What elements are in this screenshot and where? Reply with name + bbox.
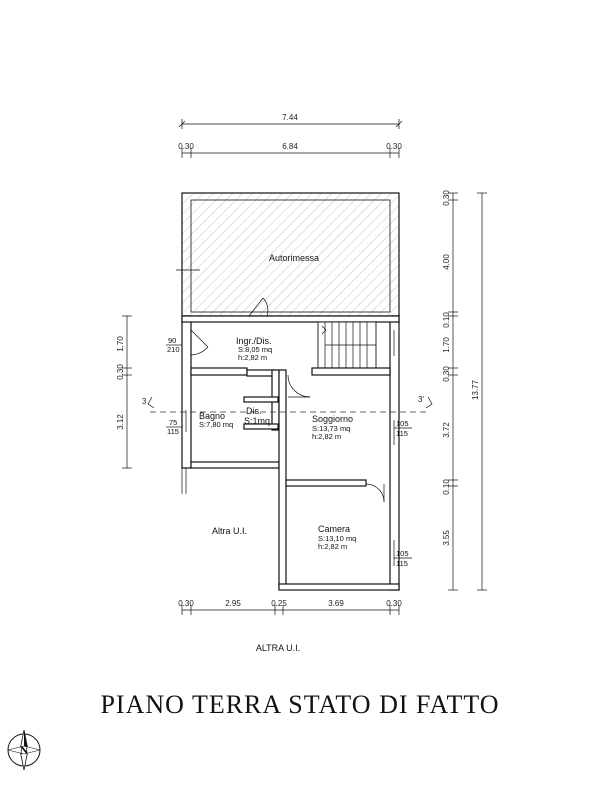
room-camera-area: S:13,10 mq (318, 534, 356, 543)
room-ingresso-name: Ingr./Dis. (236, 336, 272, 346)
footer-altra-ui: ALTRA U.I. (256, 643, 300, 653)
dim-top-overall: 7.44 (282, 113, 298, 122)
dim-right-7: 0.10 (442, 479, 451, 495)
room-ingresso: Ingr./Dis. S:8,05 mq h:2,82 m (236, 336, 272, 362)
stairs (321, 322, 376, 368)
house-walls (181, 315, 400, 591)
dim-top-left-wall: 0.30 (178, 142, 194, 151)
dim-right-6: 3.72 (442, 422, 451, 438)
bagno-window-width: 75 (169, 418, 177, 427)
camera-window-width: 105 (396, 549, 409, 558)
north-compass-icon: N (7, 729, 41, 771)
soggiorno-window-height: 115 (396, 429, 408, 438)
dim-bottom-left-room: 2.95 (225, 599, 241, 608)
camera-window-height: 115 (396, 559, 408, 568)
top-dimensions: 7.44 0.30 6.84 0.30 (178, 113, 402, 158)
room-ingresso-area: S:8,05 mq (238, 345, 272, 354)
dim-bottom-right-room: 3.69 (328, 599, 344, 608)
entry-door-height: 210 (167, 345, 180, 354)
room-bagno-name: Bagno (199, 411, 225, 421)
section-mark-left: 3 (142, 397, 147, 406)
compass-letter: N (20, 743, 29, 757)
room-bagno-area: S:7,80 mq (199, 420, 233, 429)
room-altra-ui: Altra U.I. (212, 526, 247, 536)
dim-top-inner: 6.84 (282, 142, 298, 151)
left-dimensions: 1.70 0.30 3.12 (116, 315, 132, 469)
room-autorimessa-name: Autorimessa (269, 253, 319, 263)
room-soggiorno-area: S:13,73 mq (312, 424, 350, 433)
entry-door-width: 90 (168, 336, 176, 345)
room-camera: Camera S:13,10 mq h:2,82 m (318, 524, 356, 551)
dim-left-2: 0.30 (116, 364, 125, 380)
room-soggiorno: Soggiorno S:13,73 mq h:2,82 m (312, 414, 353, 441)
dim-right-1: 0.30 (442, 190, 451, 206)
room-disimpegno: Dis. S:1mq (244, 406, 270, 426)
dim-top-right-wall: 0.30 (386, 142, 402, 151)
dim-left-1: 1.70 (116, 336, 125, 352)
bottom-dimensions: 0.30 2.95 0.25 3.69 0.30 (178, 599, 402, 615)
dim-bottom-mid-wall: 0.25 (271, 599, 287, 608)
opening-labels: 90 210 75 115 105 115 105 115 (166, 336, 412, 568)
room-altra-ui-name: Altra U.I. (212, 526, 247, 536)
bagno-window-height: 115 (167, 427, 179, 436)
dim-right-4: 1.70 (442, 337, 451, 353)
plan-title: PIANO TERRA STATO DI FATTO (100, 690, 500, 719)
room-ingresso-height: h:2,82 m (238, 353, 267, 362)
room-autorimessa: Autorimessa (176, 192, 400, 317)
right-dimensions: 0.30 4.00 0.10 1.70 0.30 3.72 0.10 3.55 … (442, 190, 487, 591)
room-camera-height: h:2,82 m (318, 542, 347, 551)
dim-right-5: 0.30 (442, 366, 451, 382)
dim-bottom-left-wall: 0.30 (178, 599, 194, 608)
doors (190, 297, 385, 503)
section-mark-right: 3' (418, 395, 424, 404)
room-soggiorno-height: h:2,82 m (312, 432, 341, 441)
dim-right-3: 0.10 (442, 312, 451, 328)
section-line: 3 3' (142, 395, 433, 413)
room-dis-area: S:1mq (244, 416, 270, 426)
floor-plan: 7.44 0.30 6.84 0.30 Autorimessa (116, 113, 487, 653)
dim-right-8: 3.55 (442, 530, 451, 546)
dim-left-3: 3.12 (116, 414, 125, 430)
soggiorno-window-width: 105 (396, 419, 409, 428)
dim-right-2: 4.00 (442, 254, 451, 270)
room-camera-name: Camera (318, 524, 350, 534)
dim-bottom-right-wall: 0.30 (386, 599, 402, 608)
room-dis-name: Dis. (246, 406, 262, 416)
room-bagno: Bagno S:7,80 mq (199, 411, 233, 429)
dim-right-total: 13.77 (471, 379, 480, 400)
room-soggiorno-name: Soggiorno (312, 414, 353, 424)
